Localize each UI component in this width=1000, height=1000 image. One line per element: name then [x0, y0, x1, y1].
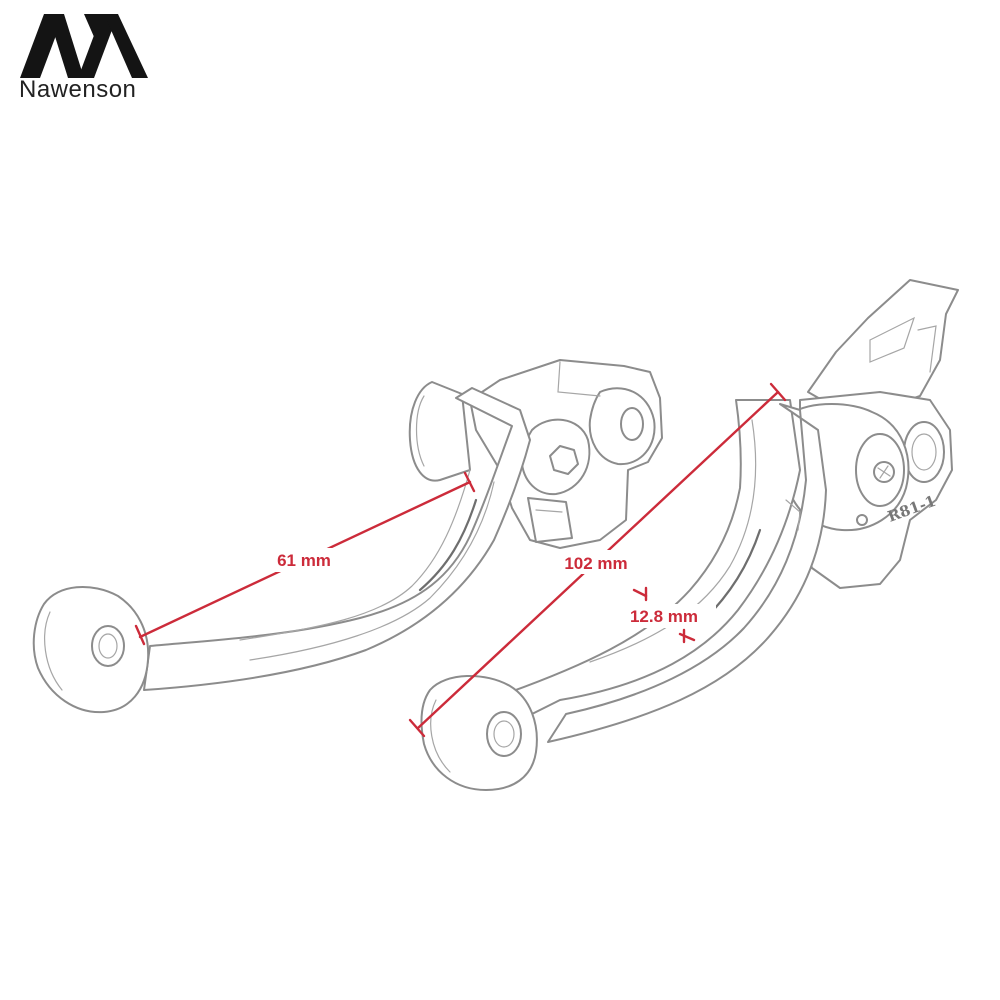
brand-logo: Nawenson: [14, 8, 154, 104]
nawenson-logo-icon: [20, 14, 148, 78]
left-lever: [32, 359, 663, 714]
dimension-lever-reach: 61 mm: [134, 471, 476, 646]
right-lever: R81-1: [420, 279, 959, 791]
brand-name: Nawenson: [19, 76, 137, 103]
blade-width-label: 12.8 mm: [630, 607, 698, 626]
dimension-lever-length: 102 mm: [408, 382, 787, 738]
lever-reach-label: 61 mm: [277, 551, 331, 570]
dimension-blade-width: 12.8 mm: [612, 586, 716, 644]
lever-length-label: 102 mm: [564, 554, 627, 573]
